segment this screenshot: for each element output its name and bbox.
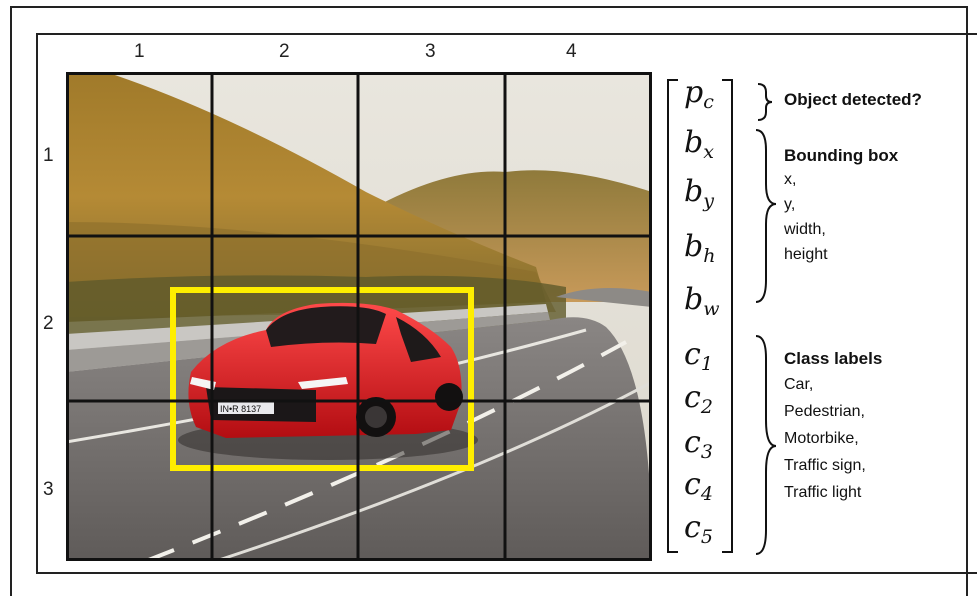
- bounding-box-item-height: height: [784, 246, 828, 263]
- vector-bh: bh: [684, 229, 716, 267]
- grid-border: [66, 72, 652, 561]
- vector-by: by: [684, 174, 714, 212]
- grid-row-label-1: 1: [43, 145, 54, 166]
- vector-c1: c1: [684, 337, 713, 375]
- figure-frame: [36, 33, 977, 574]
- vector-c2: c2: [684, 380, 713, 418]
- bounding-box-item-x: x,: [784, 171, 797, 188]
- grid-column-label-4: 4: [566, 41, 577, 62]
- vector-bracket: [667, 79, 733, 553]
- outer-border: [10, 6, 968, 596]
- class-labels-title: Class labels: [784, 349, 883, 368]
- red-sports-car: IN•R 8137: [178, 302, 478, 460]
- photo-illustration: IN•R 8137: [66, 72, 652, 561]
- grid-column-label-1: 1: [134, 41, 145, 62]
- bounding-box-item-y: y,: [784, 196, 796, 213]
- grid-row-label-2: 2: [43, 313, 54, 334]
- grid-column-label-3: 3: [425, 41, 436, 62]
- vector-c4: c4: [684, 467, 713, 505]
- vector-bx: bx: [684, 125, 714, 163]
- grid-row-label-3: 3: [43, 479, 54, 500]
- bounding-box: [170, 287, 474, 471]
- curly-braces: [755, 83, 777, 555]
- vector-pc: pc: [684, 75, 714, 113]
- object-detected-label: Object detected?: [784, 90, 922, 109]
- vector-bw: bw: [684, 282, 720, 320]
- vector-c5: c5: [684, 510, 713, 548]
- class-label-pedestrian: Pedestrian,: [784, 403, 865, 420]
- class-label-motorbike: Motorbike,: [784, 430, 859, 447]
- grid-lines: [66, 72, 652, 561]
- bounding-box-item-width: width,: [784, 221, 826, 238]
- class-label-car: Car,: [784, 376, 814, 393]
- grid-column-label-2: 2: [279, 41, 290, 62]
- class-label-traffic-light: Traffic light: [784, 484, 862, 501]
- bounding-box-title: Bounding box: [784, 146, 899, 165]
- license-plate: IN•R 8137: [220, 404, 261, 414]
- class-label-traffic-sign: Traffic sign,: [784, 457, 866, 474]
- road-car-photo: IN•R 8137: [66, 72, 652, 561]
- vector-c3: c3: [684, 425, 713, 463]
